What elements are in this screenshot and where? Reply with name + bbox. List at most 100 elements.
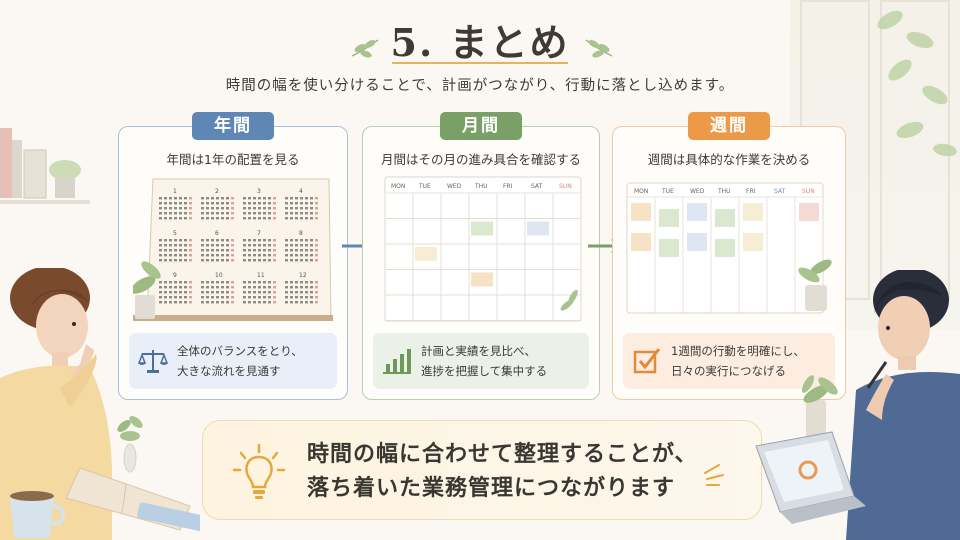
day-cell <box>164 207 167 210</box>
day-cell <box>243 259 246 262</box>
day-cell <box>315 281 318 284</box>
task-note <box>715 239 735 257</box>
day-cell <box>310 259 313 262</box>
day-cell <box>263 249 266 252</box>
day-cell <box>290 212 293 215</box>
day-cell <box>315 296 318 299</box>
day-cell <box>290 286 293 289</box>
month-label: 2 <box>215 188 219 195</box>
day-cell <box>174 217 177 220</box>
day-cell <box>174 254 177 257</box>
day-cell <box>253 207 256 210</box>
day-cell <box>226 202 229 205</box>
day-cell <box>315 244 318 247</box>
day-cell <box>164 244 167 247</box>
day-cell <box>310 281 313 284</box>
day-cell <box>159 239 162 242</box>
day-cell <box>189 217 192 220</box>
day-cell <box>295 197 298 200</box>
day-cell <box>295 249 298 252</box>
weekday-label: TUE <box>661 188 674 195</box>
title-underline <box>392 62 568 64</box>
day-cell <box>310 202 313 205</box>
weekday-label: WED <box>690 188 705 195</box>
day-cell <box>189 239 192 242</box>
day-cell <box>258 296 261 299</box>
day-cell <box>201 197 204 200</box>
day-cell <box>184 217 187 220</box>
day-cell <box>258 301 261 304</box>
day-cell <box>300 296 303 299</box>
day-cell <box>216 239 219 242</box>
bar-chart-icon <box>383 349 411 374</box>
day-cell <box>216 217 219 220</box>
day-cell <box>174 259 177 262</box>
task-note <box>715 209 735 227</box>
month-label: 5 <box>173 230 177 237</box>
day-cell <box>273 249 276 252</box>
weekday-label: THU <box>717 188 731 195</box>
day-cell <box>258 202 261 205</box>
day-cell <box>258 249 261 252</box>
day-cell <box>248 212 251 215</box>
day-cell <box>179 202 182 205</box>
day-cell <box>231 259 234 262</box>
day-cell <box>285 301 288 304</box>
day-cell <box>300 259 303 262</box>
day-cell <box>243 202 246 205</box>
man-with-pen-illustration <box>755 270 960 540</box>
day-cell <box>273 217 276 220</box>
day-cell <box>164 212 167 215</box>
day-cell <box>189 212 192 215</box>
day-cell <box>300 286 303 289</box>
summary-text: 時間の幅に合わせて整理することが、 落ち着いた業務管理につながります <box>307 437 698 505</box>
day-cell <box>243 254 246 257</box>
day-cell <box>300 207 303 210</box>
day-cell <box>295 239 298 242</box>
card-month-desc: 月間はその月の進み具合を確認する <box>380 152 581 167</box>
day-cell <box>243 239 246 242</box>
day-cell <box>290 281 293 284</box>
day-cell <box>179 244 182 247</box>
day-cell <box>221 249 224 252</box>
day-cell <box>263 207 266 210</box>
day-cell <box>164 259 167 262</box>
day-cell <box>179 291 182 294</box>
month-label: 8 <box>299 230 303 237</box>
day-cell <box>305 254 308 257</box>
day-cell <box>201 291 204 294</box>
week-note-line1: 1週間の行動を明確にし、 <box>671 344 805 358</box>
day-cell <box>263 217 266 220</box>
day-cell <box>164 239 167 242</box>
day-cell <box>305 291 308 294</box>
weekday-label: THU <box>474 183 488 190</box>
day-cell <box>231 301 234 304</box>
day-cell <box>263 301 266 304</box>
day-cell <box>169 249 172 252</box>
day-cell <box>179 301 182 304</box>
day-cell <box>305 202 308 205</box>
day-cell <box>253 249 256 252</box>
day-cell <box>221 286 224 289</box>
day-cell <box>189 281 192 284</box>
day-cell <box>243 217 246 220</box>
day-cell <box>253 301 256 304</box>
day-cell <box>179 217 182 220</box>
day-cell <box>300 301 303 304</box>
day-cell <box>201 239 204 242</box>
day-cell <box>310 212 313 215</box>
day-cell <box>295 217 298 220</box>
day-cell <box>206 217 209 220</box>
day-cell <box>300 291 303 294</box>
day-cell <box>295 286 298 289</box>
day-cell <box>263 212 266 215</box>
sparkle-lines-icon <box>704 464 724 486</box>
day-cell <box>211 202 214 205</box>
day-cell <box>258 217 261 220</box>
day-cell <box>206 207 209 210</box>
day-cell <box>174 281 177 284</box>
day-cell <box>268 281 271 284</box>
task-note <box>743 203 763 221</box>
day-cell <box>179 286 182 289</box>
task-note <box>743 233 763 251</box>
